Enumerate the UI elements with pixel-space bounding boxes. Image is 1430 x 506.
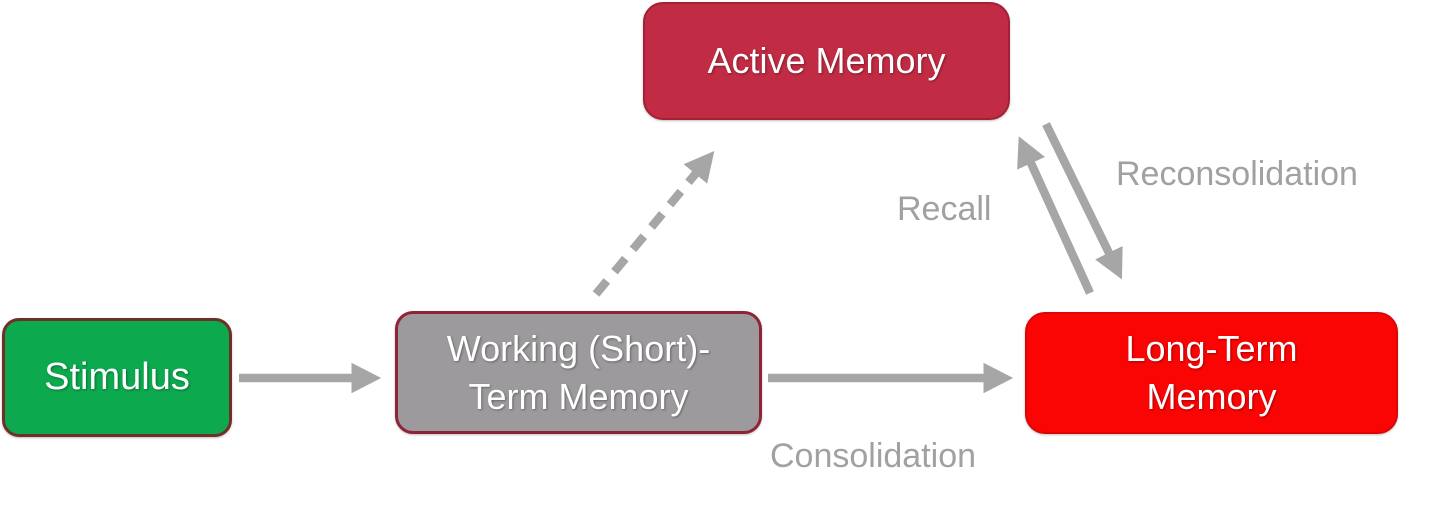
edge-label-reconsolidation: Reconsolidation xyxy=(1116,155,1358,193)
arrow-working-to-active-dashed xyxy=(592,151,715,297)
node-active-memory: Active Memory xyxy=(643,2,1010,120)
node-stimulus: Stimulus xyxy=(2,318,232,437)
node-long-term-memory: Long-Term Memory xyxy=(1025,312,1398,434)
node-working-memory: Working (Short)- Term Memory xyxy=(395,311,762,434)
arrow-reconsolidation-down xyxy=(1042,122,1123,280)
edge-label-recall: Recall xyxy=(897,190,992,228)
node-active-memory-label: Active Memory xyxy=(707,40,946,82)
node-stimulus-label: Stimulus xyxy=(44,356,190,399)
node-long-term-memory-label-line2: Memory xyxy=(1146,376,1277,417)
node-working-memory-label-line1: Working (Short)- xyxy=(446,327,711,369)
node-long-term-memory-label-line1: Long-Term xyxy=(1125,328,1298,370)
node-working-memory-label-line2: Term Memory xyxy=(468,375,689,417)
arrow-recall-up xyxy=(1017,136,1094,295)
edge-label-consolidation: Consolidation xyxy=(770,437,977,475)
